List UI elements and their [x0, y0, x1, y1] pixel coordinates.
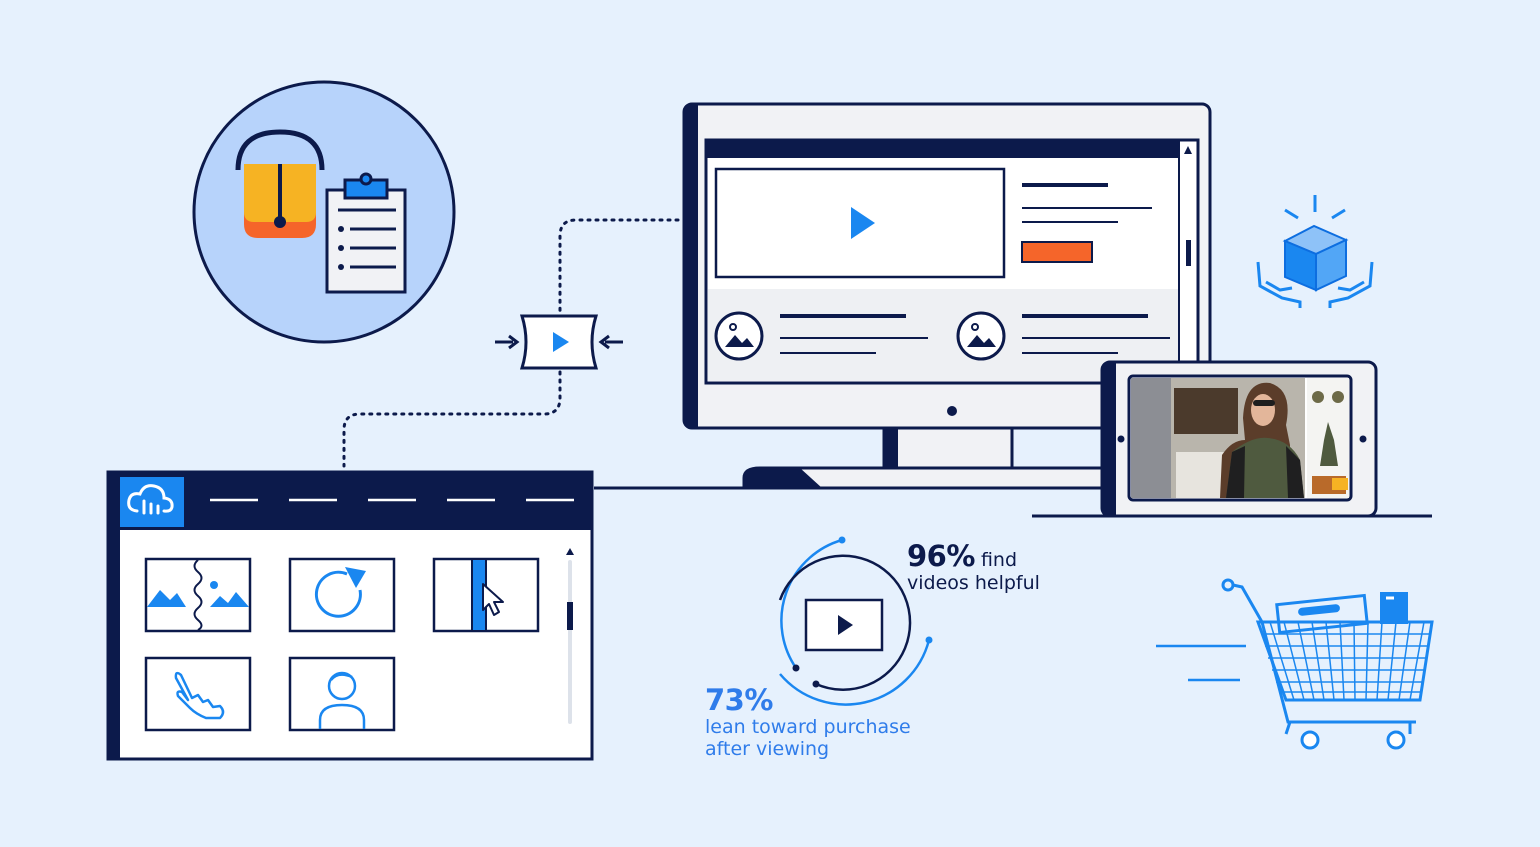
tablet: [1100, 360, 1378, 518]
stat-text: lean toward purchase: [705, 716, 911, 739]
dotted-connector: [342, 218, 680, 468]
user-icon: [288, 656, 396, 732]
stat-text: after viewing: [705, 738, 830, 761]
refresh-icon: [288, 557, 396, 633]
shopping-badge: [192, 80, 456, 344]
buy-button-shape: [1021, 241, 1093, 263]
stat-videos-helpful: 96% find videos helpful: [907, 539, 1040, 595]
play-icon: [838, 615, 853, 635]
box-in-hands-icon: [1256, 195, 1374, 308]
desktop-monitor: [682, 102, 1212, 490]
stat-purchase: 73% lean toward purchase after viewing: [705, 683, 911, 761]
play-icon: [553, 332, 569, 352]
shopping-bag-icon: [235, 129, 325, 238]
shopping-cart-icon: [1156, 578, 1434, 750]
stat-text: videos helpful: [907, 572, 1040, 595]
cloud-logo-icon: [127, 484, 174, 515]
product-photo: [1131, 378, 1349, 498]
clipboard-icon: [325, 172, 407, 294]
image-split-icon: [144, 557, 252, 633]
image-icon: [714, 311, 764, 361]
stat-value: 96%: [907, 539, 975, 573]
play-icon: [851, 207, 875, 239]
video-stats-ring: [778, 536, 933, 706]
stat-value: 73%: [705, 683, 773, 717]
cursor-icon: [432, 557, 540, 633]
media-library-window: [106, 470, 594, 761]
hand-pointer-icon: [144, 656, 252, 732]
image-icon: [956, 311, 1006, 361]
compress-video-node: [495, 314, 623, 370]
stat-text: find: [980, 549, 1018, 571]
